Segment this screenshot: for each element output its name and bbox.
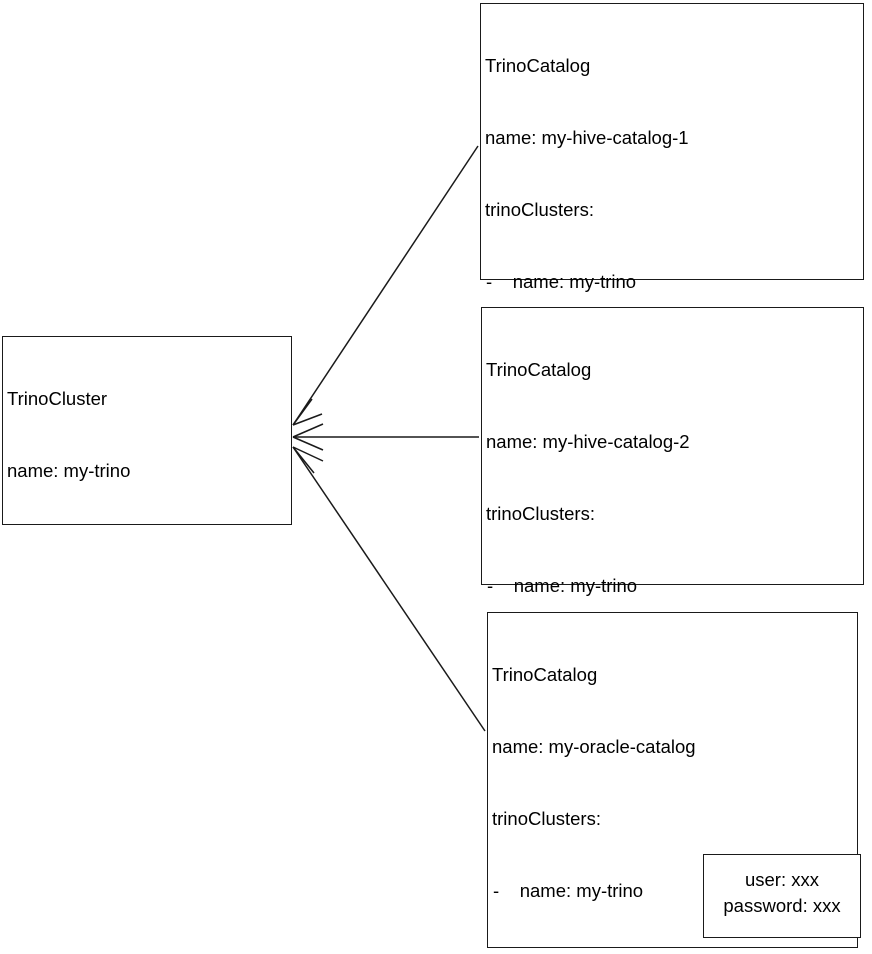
node-trino-cluster[interactable]: TrinoCluster name: my-trino [2, 336, 292, 525]
node-line: name: my-trino [7, 460, 131, 481]
node-line: - name: my-trino [487, 575, 638, 596]
node-line: name: my-hive-catalog-1 [485, 127, 689, 148]
node-catalog-oracle-text: TrinoCatalog name: my-oracle-catalog tri… [492, 615, 855, 954]
node-catalog-hive-1[interactable]: TrinoCatalog name: my-hive-catalog-1 tri… [480, 3, 864, 652]
node-line: - name: my-trino [493, 880, 644, 901]
node-line: name: my-hive-catalog-2 [486, 431, 690, 452]
edge-catalog-hive-2-to-cluster [292, 423, 479, 451]
node-trino-cluster-text: TrinoCluster name: my-trino [7, 339, 289, 531]
node-secret[interactable]: user: xxx password: xxx [703, 854, 861, 938]
node-line: TrinoCatalog [486, 359, 592, 380]
node-line: password: xxx [723, 895, 841, 916]
node-catalog-oracle[interactable]: TrinoCatalog name: my-oracle-catalog tri… [487, 612, 861, 954]
node-line: TrinoCluster [7, 388, 108, 409]
node-line: user: xxx [744, 869, 820, 890]
node-line: trinoClusters: [492, 808, 601, 829]
node-line: oracle: [492, 951, 855, 954]
node-line: TrinoCatalog [492, 664, 598, 685]
edge-catalog-oracle-to-cluster [292, 446, 486, 732]
node-line: TrinoCatalog [485, 55, 591, 76]
node-line: trinoClusters: [485, 199, 594, 220]
node-secret-text: user: xxx password: xxx [704, 867, 860, 919]
edge-catalog-hive-1-to-cluster [292, 145, 479, 426]
node-line: name: my-oracle-catalog [492, 736, 696, 757]
node-catalog-hive-2[interactable]: TrinoCatalog name: my-hive-catalog-2 tri… [481, 307, 864, 884]
node-line: - name: my-trino [486, 271, 637, 292]
node-line: trinoClusters: [486, 503, 595, 524]
